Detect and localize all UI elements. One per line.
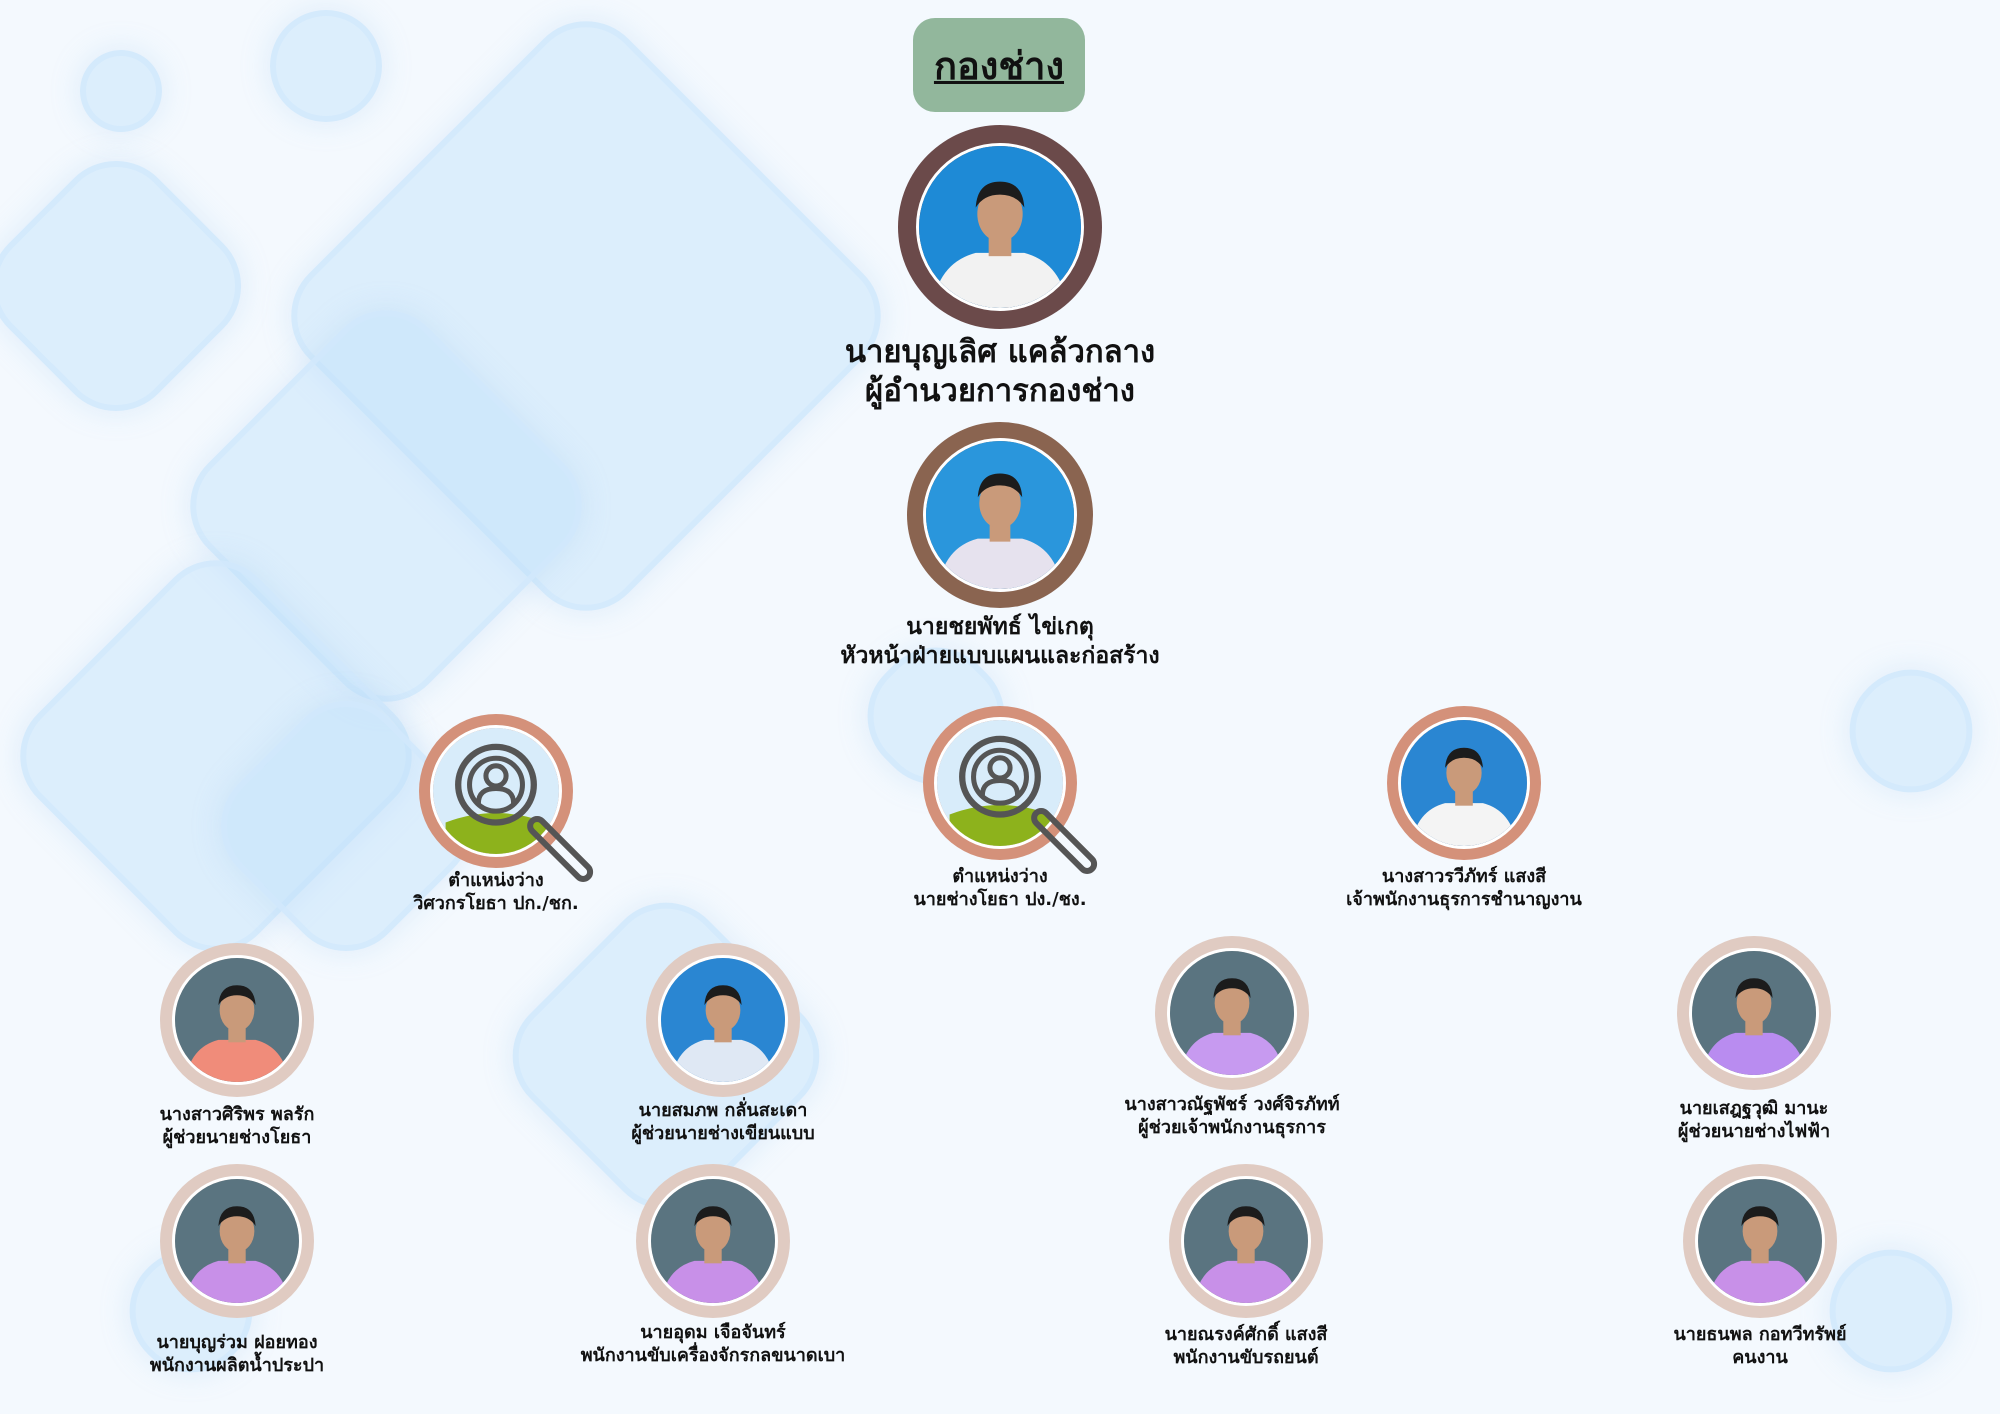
person-position: ผู้ช่วยนายช่างไฟฟ้า — [1677, 1120, 1831, 1142]
director-photo — [916, 143, 1084, 311]
staff-4-photo — [172, 1176, 302, 1306]
director-label: นายบุญเลิศ แคล้วกลางผู้อำนวยการกองช่าง — [845, 333, 1155, 411]
person-name: นางสาวศิริพร พลรัก — [159, 1104, 315, 1125]
person-name: ตำแหน่งว่าง — [448, 870, 544, 891]
person-name: ตำแหน่งว่าง — [952, 866, 1048, 887]
head-photo-ring — [907, 422, 1093, 608]
person-name: นายเสฎฐวุฒิ มานะ — [1679, 1098, 1829, 1119]
person-position: ผู้ช่วยนายช่างโยธา — [162, 1126, 312, 1148]
staff-1-label: นายสมภพ กลั่นสะเดาผู้ช่วยนายช่างเขียนแบบ — [631, 1100, 814, 1145]
staff-6-photo — [1181, 1176, 1311, 1306]
staff-3-photo-ring — [1677, 936, 1831, 1090]
level3-0-label: ตำแหน่งว่างวิศวกรโยธา ปก./ชก. — [413, 870, 578, 915]
director-photo-ring — [898, 125, 1102, 329]
level3-1-label: ตำแหน่งว่างนายช่างโยธา ปง./ชง. — [913, 866, 1086, 911]
staff-6-label: นายณรงค์ศักดิ์ แสงสีพนักงานขับรถยนต์ — [1165, 1324, 1328, 1369]
department-title: กองช่าง — [933, 43, 1065, 88]
background-diamond — [1824, 644, 1998, 818]
staff-1-photo-ring — [646, 943, 800, 1097]
staff-7-photo-ring — [1683, 1164, 1837, 1318]
staff-5-label: นายอุดม เจือจันทร์พนักงานขับเครื่องจักรก… — [581, 1322, 846, 1367]
person-position: ผู้ช่วยเจ้าพนักงานธุรการ — [1138, 1116, 1326, 1138]
person-name: นายชยพัทธ์ ไข่เกตุ — [906, 614, 1094, 640]
person-name: นายอุดม เจือจันทร์ — [640, 1322, 786, 1343]
staff-3-label: นายเสฎฐวุฒิ มานะผู้ช่วยนายช่างไฟฟ้า — [1678, 1098, 1830, 1143]
staff-2-label: นางสาวณัฐพัชร์ วงศ์จิรภัทท์ผู้ช่วยเจ้าพน… — [1124, 1094, 1339, 1139]
department-title-badge: กองช่าง — [913, 18, 1085, 112]
staff-0-photo-ring — [160, 943, 314, 1097]
staff-3-photo — [1689, 948, 1819, 1078]
staff-4-label: นายบุญร่วม ฝอยทองพนักงานผลิตน้ำประปา — [150, 1332, 324, 1377]
person-position: วิศวกรโยธา ปก./ชก. — [413, 892, 579, 914]
staff-4-photo-ring — [160, 1164, 314, 1318]
person-position: พนักงานขับเครื่องจักรกลขนาดเบา — [580, 1344, 846, 1366]
staff-1-photo — [658, 955, 788, 1085]
level3-0-photo — [430, 725, 562, 857]
level3-1-photo-ring — [923, 706, 1077, 860]
staff-5-photo — [648, 1176, 778, 1306]
level3-2-photo — [1398, 717, 1530, 849]
background-diamond — [246, 0, 406, 146]
staff-5-photo-ring — [636, 1164, 790, 1318]
person-position: นายช่างโยธา ปง./ชง. — [913, 888, 1087, 910]
staff-7-photo — [1695, 1176, 1825, 1306]
person-position: คนงาน — [1732, 1346, 1788, 1368]
staff-2-photo — [1167, 948, 1297, 1078]
staff-6-photo-ring — [1169, 1164, 1323, 1318]
level3-2-label: นางสาวรวีภัทร์ แสงสีเจ้าพนักงานธุรการชำน… — [1346, 866, 1582, 911]
staff-0-label: นางสาวศิริพร พลรักผู้ช่วยนายช่างโยธา — [160, 1104, 315, 1149]
level3-0-photo-ring — [419, 714, 573, 868]
person-name: นายธนพล กอทวีทรัพย์ — [1673, 1324, 1847, 1345]
level3-1-photo — [934, 717, 1066, 849]
person-position: ผู้ช่วยนายช่างเขียนแบบ — [631, 1122, 815, 1144]
head-photo — [923, 438, 1077, 592]
person-position: หัวหน้าฝ่ายแบบแผนและก่อสร้าง — [840, 642, 1160, 669]
background-diamond — [0, 136, 266, 436]
person-name: นายณรงค์ศักดิ์ แสงสี — [1164, 1324, 1328, 1345]
staff-7-label: นายธนพล กอทวีทรัพย์คนงาน — [1673, 1324, 1846, 1369]
staff-0-photo — [172, 955, 302, 1085]
background-diamond — [63, 33, 179, 149]
level3-2-photo-ring — [1387, 706, 1541, 860]
person-position: ผู้อำนวยการกองช่าง — [865, 372, 1135, 409]
person-position: พนักงานผลิตน้ำประปา — [149, 1354, 325, 1376]
person-position: พนักงานขับรถยนต์ — [1173, 1346, 1319, 1368]
person-name: นายบุญเลิศ แคล้วกลาง — [844, 334, 1156, 370]
head-label: นายชยพัทธ์ ไข่เกตุหัวหน้าฝ่ายแบบแผนและก่… — [840, 613, 1159, 671]
person-name: นางสาวรวีภัทร์ แสงสี — [1381, 866, 1547, 887]
person-name: นายสมภพ กลั่นสะเดา — [638, 1100, 808, 1121]
person-name: นางสาวณัฐพัชร์ วงศ์จิรภัทท์ — [1124, 1094, 1340, 1115]
staff-2-photo-ring — [1155, 936, 1309, 1090]
person-position: เจ้าพนักงานธุรการชำนาญงาน — [1346, 888, 1582, 910]
person-name: นายบุญร่วม ฝอยทอง — [156, 1332, 318, 1353]
